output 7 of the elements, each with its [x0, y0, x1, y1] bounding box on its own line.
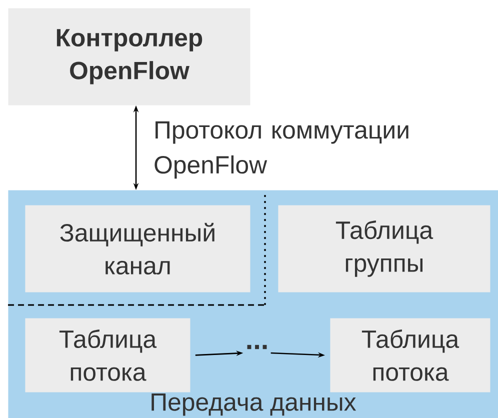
process-box: Защищенный канал — [25, 205, 250, 292]
table-box: Таблица потока — [330, 318, 490, 392]
process-box: Таблица группы — [278, 205, 490, 292]
ellipsis: ... — [247, 344, 267, 350]
edge-label: Протокол коммутации OpenFlow — [154, 121, 408, 179]
table-box: Таблица потока — [25, 318, 190, 392]
controller-box: Контроллер OpenFlow — [8, 8, 250, 106]
